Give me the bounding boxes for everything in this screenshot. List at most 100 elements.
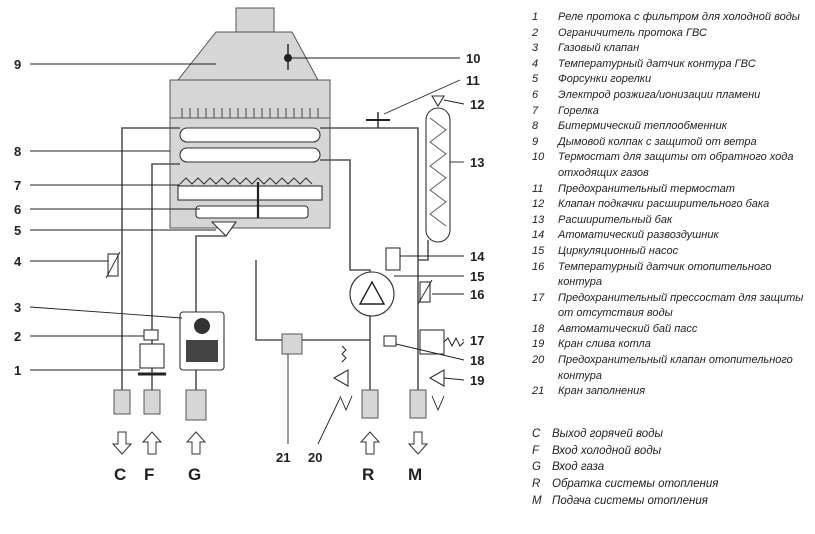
callout-11: 11 (466, 73, 480, 88)
port-c-fitting (113, 389, 131, 415)
callout-19: 19 (470, 373, 484, 388)
callout-8: 8 (14, 144, 21, 159)
callout-12: 12 (470, 97, 484, 112)
air-vent (385, 247, 401, 271)
port-r-arrow (359, 431, 381, 455)
callout-16: 16 (470, 287, 484, 302)
callout-20: 20 (308, 450, 322, 465)
port-f-arrow (141, 431, 163, 455)
safety-valve-drain (339, 395, 353, 412)
callout-15: 15 (470, 269, 484, 284)
callout-2: 2 (14, 329, 21, 344)
port-label-m: M (408, 465, 422, 484)
port-m-fitting (409, 389, 427, 419)
boiler-schematic: 9 8 7 6 5 4 3 2 1 10 11 12 13 14 15 16 1… (14, 7, 485, 484)
expansion-tank (425, 107, 451, 243)
port-c-arrow (111, 431, 133, 455)
callout-5: 5 (14, 223, 21, 238)
port-label-r: R (362, 465, 374, 484)
heat-exchanger-tube-1 (179, 127, 321, 143)
callout-6: 6 (14, 202, 21, 217)
callout-3: 3 (14, 300, 21, 315)
port-m-arrow (407, 431, 429, 455)
burner (177, 185, 323, 201)
bypass-valve (383, 335, 397, 347)
heating-temp-sensor-mark (417, 279, 433, 305)
flue-thermostat (284, 44, 292, 70)
flue-outlet (235, 7, 275, 33)
drain-tap-outlet (431, 395, 445, 412)
callout-14: 14 (470, 249, 485, 264)
safety-valve-spring (341, 345, 347, 363)
callout-21: 21 (276, 450, 290, 465)
burner-manifold (195, 205, 309, 219)
callout-7: 7 (14, 178, 21, 193)
burner-nozzles (210, 221, 238, 237)
expansion-tank-membrane (429, 117, 447, 227)
port-f-fitting (143, 389, 161, 415)
pipe-hot-water-out (121, 127, 180, 390)
callout-18: 18 (470, 353, 484, 368)
callout-17: 17 (470, 333, 484, 348)
callout-9: 9 (14, 57, 21, 72)
pipe-bypass (255, 260, 370, 341)
pipe-cold-water-in (151, 163, 180, 390)
port-label-f: F (144, 465, 154, 484)
circulation-pump (349, 271, 395, 317)
flow-switch (139, 343, 165, 369)
combustion-chamber-top (169, 79, 331, 119)
port-arrows (111, 431, 429, 455)
gas-valve-body (186, 340, 218, 362)
flow-limiter (143, 329, 159, 341)
pressure-switch-spring (443, 336, 465, 348)
callout-1: 1 (14, 363, 21, 378)
port-label-g: G (188, 465, 201, 484)
pump-arrow (358, 280, 386, 305)
safety-valve (332, 369, 349, 387)
flue-hood (176, 31, 319, 81)
burner-fins (181, 108, 319, 118)
burner-flames (179, 177, 313, 185)
dhw-temp-sensor-mark (105, 251, 121, 279)
pipe-heating-flow (320, 127, 419, 390)
pipe-expansion-tank (418, 240, 429, 261)
gas-valve-coil (194, 318, 210, 334)
leader-lines (29, 57, 465, 445)
callout-10: 10 (466, 51, 480, 66)
heat-exchanger-tube-2 (179, 147, 321, 163)
callout-4: 4 (14, 254, 22, 269)
port-r-fitting (361, 389, 379, 419)
port-label-c: C (114, 465, 126, 484)
port-g-fitting (185, 389, 207, 421)
callout-13: 13 (470, 155, 484, 170)
drain-tap (428, 369, 445, 387)
